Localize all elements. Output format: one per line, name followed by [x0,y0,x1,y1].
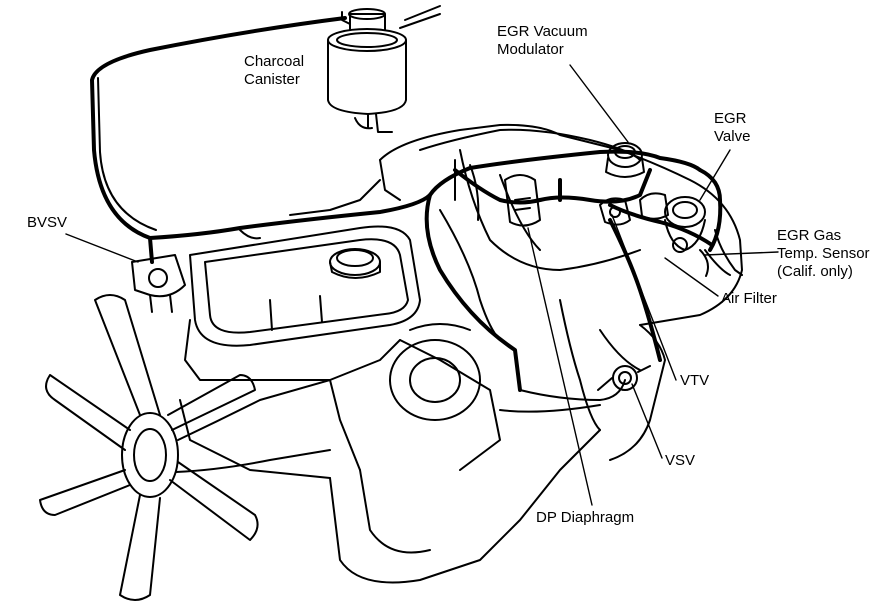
label-vtv-text: VTV [680,372,710,389]
label-egr-gas-temp-sensor-line3: (Calif. only) [777,263,853,280]
label-egr-vacuum-modulator-line2: Modulator [497,41,564,58]
label-egr-gas-temp-sensor: EGR Gas Temp. Sensor (Calif. only) [777,227,870,281]
egr-valve-drawing [664,196,743,277]
label-egr-valve-line1: EGR [714,110,747,127]
label-egr-gas-temp-sensor-line1: EGR Gas [777,227,842,244]
cooling-fan-drawing [39,294,331,601]
engine-body-drawing [179,123,743,584]
label-charcoal-canister: Charcoal Canister [244,53,304,89]
label-egr-valve-line2: Valve [714,128,751,145]
secondary-hoses [97,77,731,413]
bvsv-drawing [131,254,186,313]
label-vsv: VSV [665,452,695,470]
label-egr-vacuum-modulator-line1: EGR Vacuum [497,23,588,40]
label-dp-diaphragm: DP Diaphragm [536,509,634,527]
label-air-filter-text: Air Filter [721,290,777,307]
label-vtv: VTV [680,372,709,390]
label-charcoal-canister-line2: Canister [244,71,300,88]
label-bvsv: BVSV [27,214,67,232]
vsv-drawing [597,365,651,391]
label-bvsv-text: BVSV [27,214,68,231]
leader-lines [65,64,779,506]
label-egr-valve: EGR Valve [714,110,750,146]
vacuum-hoses [90,16,723,392]
label-vsv-text: VSV [665,452,696,469]
air-filter-drawing [639,192,669,220]
label-charcoal-canister-line1: Charcoal [244,53,305,70]
label-air-filter: Air Filter [721,290,777,308]
label-egr-vacuum-modulator: EGR Vacuum Modulator [497,23,588,59]
charcoal-canister-drawing [327,5,441,133]
label-dp-diaphragm-text: DP Diaphragm [536,509,635,526]
label-egr-gas-temp-sensor-line2: Temp. Sensor [777,245,870,262]
vtv-drawing [599,197,631,226]
egr-vacuum-modulator-drawing [605,142,645,178]
